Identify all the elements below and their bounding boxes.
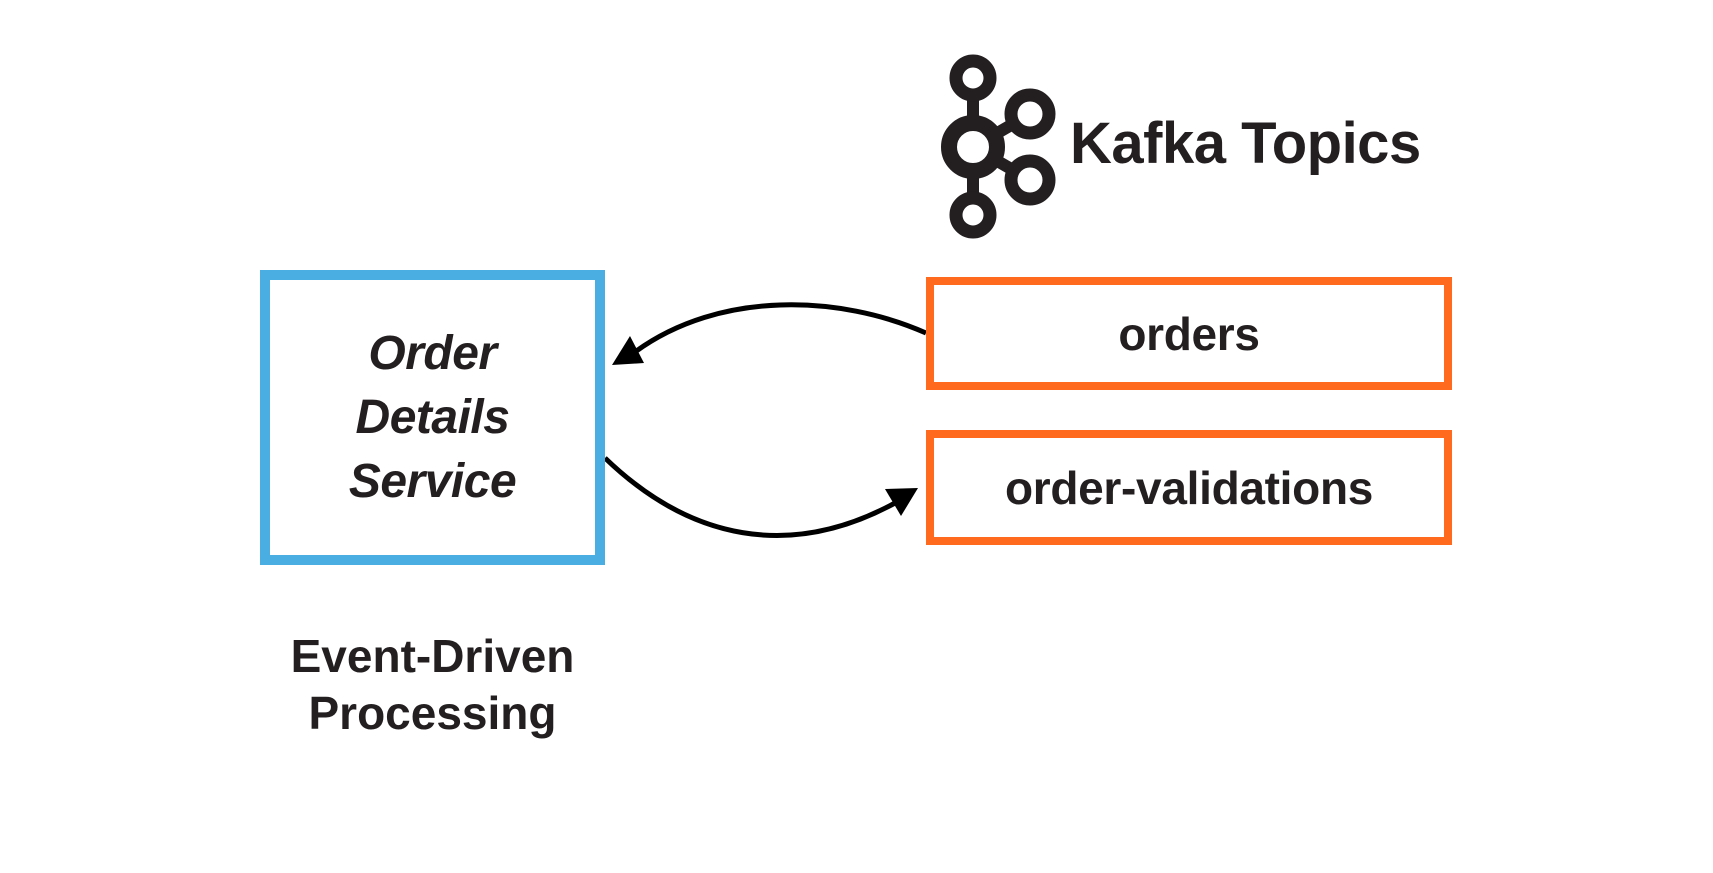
topic-label: orders xyxy=(1118,307,1260,360)
arrow-orders-to-service xyxy=(612,302,928,365)
order-details-service-label: Order Details Service xyxy=(260,270,605,565)
kafka-logo-icon xyxy=(941,54,1056,239)
service-label-line: Order xyxy=(368,326,497,380)
arrow-service-to-validations xyxy=(603,456,918,538)
topic-label: order-validations xyxy=(1004,461,1374,514)
caption-line: Event-Driven xyxy=(290,630,575,682)
event-driven-processing-caption: Event-Driven Processing xyxy=(260,628,605,742)
service-label-line: Service xyxy=(348,454,517,508)
kafka-topics-title: Kafka Topics xyxy=(1070,111,1421,176)
topic-order-validations: order-validations xyxy=(926,430,1452,545)
caption-line: Processing xyxy=(308,687,557,739)
topic-orders: orders xyxy=(926,277,1452,390)
order-details-service-box xyxy=(260,270,605,565)
service-label-line: Details xyxy=(355,390,510,444)
